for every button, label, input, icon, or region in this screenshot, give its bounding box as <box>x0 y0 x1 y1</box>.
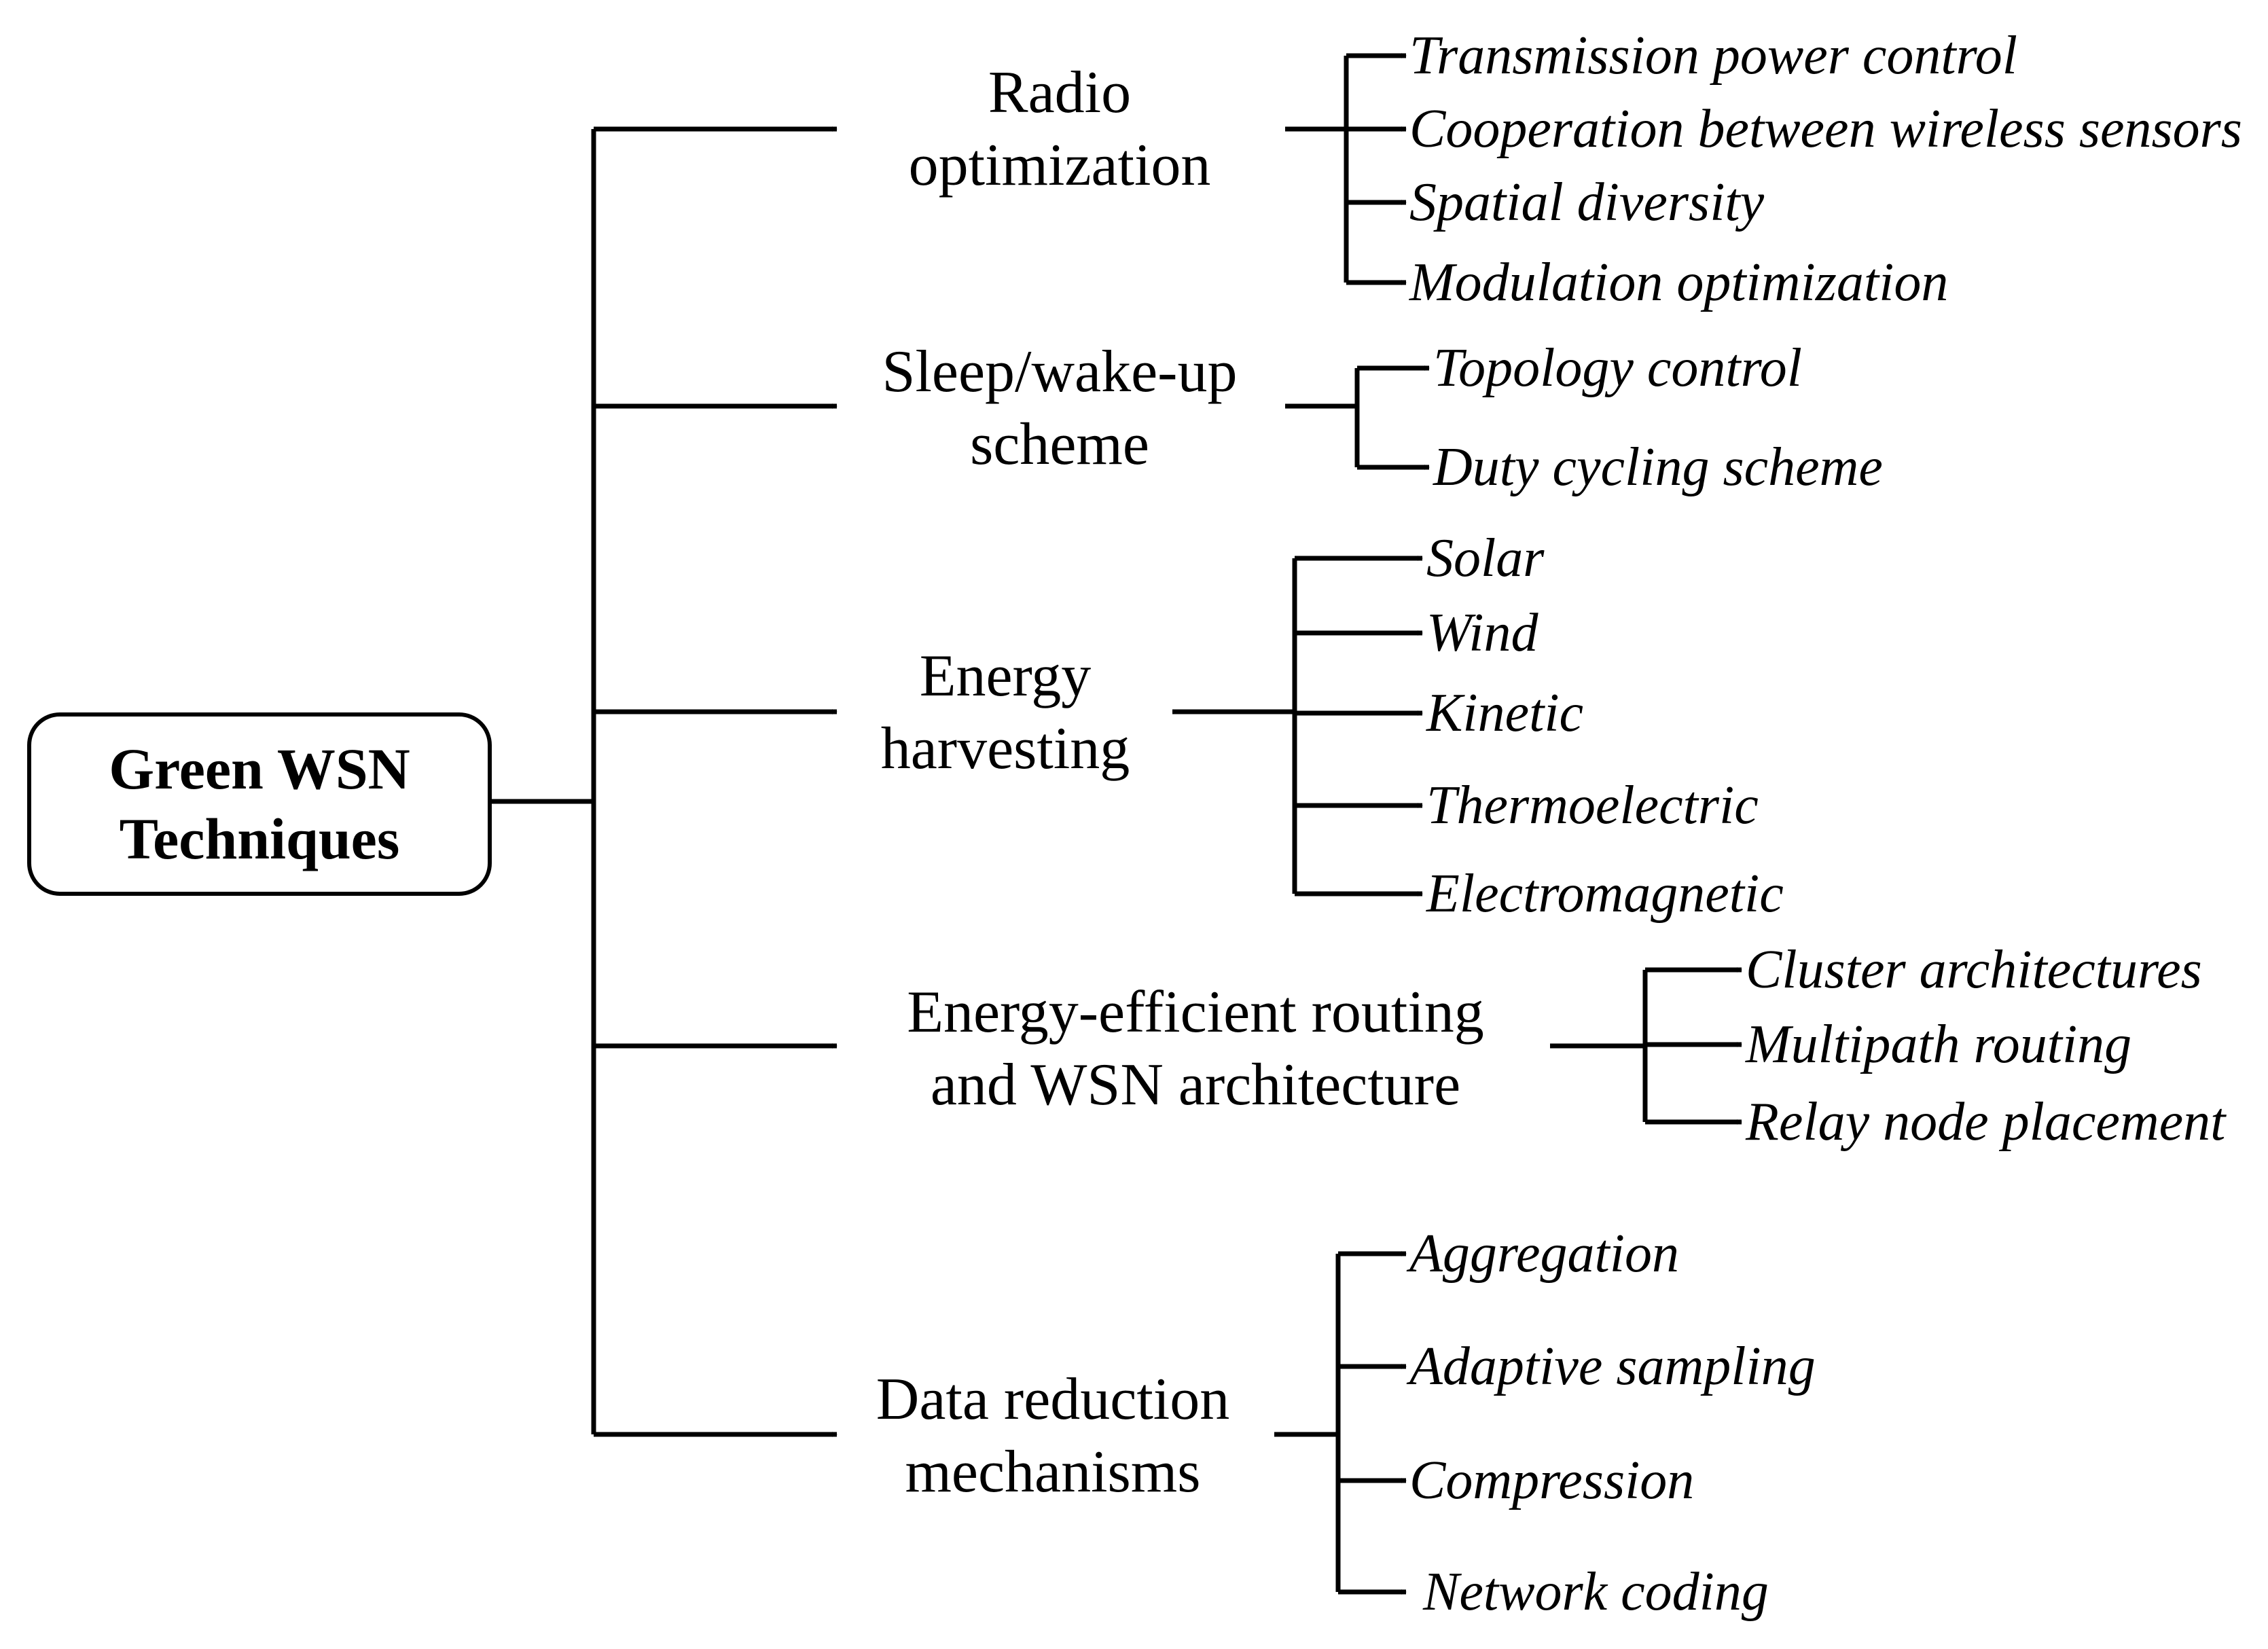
category-energy-harvesting: Energy harvesting <box>822 635 1189 790</box>
category-label-line-2: mechanisms <box>905 1439 1201 1505</box>
category-radio-optimization: Radio optimization <box>835 49 1284 209</box>
root-title-line-2: Techniques <box>119 806 400 871</box>
leaf-solar: Solar <box>1426 528 1545 588</box>
category-energy-efficient-routing: Energy-efficient routing and WSN archite… <box>842 968 1549 1129</box>
root-title-line-1: Green WSN <box>109 736 410 801</box>
leaf-topology-control: Topology control <box>1433 338 1803 398</box>
category-label-line-1: Energy <box>919 642 1092 709</box>
leaf-compression: Compression <box>1409 1451 1695 1510</box>
leaf-aggregation: Aggregation <box>1409 1224 1679 1284</box>
leaf-electromagnetic: Electromagnetic <box>1426 864 1784 924</box>
leaf-cooperation-between-wireless-sensors: Cooperation between wireless sensors <box>1409 99 2242 159</box>
category-label-line-1: Sleep/wake-up <box>882 338 1238 405</box>
leaf-multipath-routing: Multipath routing <box>1746 1015 2132 1074</box>
leaf-transmission-power-control: Transmission power control <box>1409 26 2017 86</box>
root-node: Green WSN Techniques <box>27 712 492 896</box>
category-label-line-2: harvesting <box>880 716 1130 782</box>
category-label-line-1: Energy-efficient routing <box>907 979 1484 1045</box>
leaf-cluster-architectures: Cluster architectures <box>1746 940 2202 1000</box>
leaf-duty-cycling-scheme: Duty cycling scheme <box>1433 437 1883 497</box>
leaf-spatial-diversity: Spatial diversity <box>1409 173 1765 232</box>
category-label-line-2: and WSN architecture <box>930 1052 1461 1118</box>
leaf-modulation-optimization: Modulation optimization <box>1409 253 1949 312</box>
category-label-line-2: scheme <box>970 412 1149 477</box>
category-data-reduction-mechanisms: Data reduction mechanisms <box>829 1356 1277 1516</box>
leaf-thermoelectric: Thermoelectric <box>1426 776 1759 835</box>
category-label-line-1: Radio <box>988 59 1132 126</box>
leaf-network-coding: Network coding <box>1423 1562 1769 1622</box>
category-label-line-1: Data reduction <box>876 1366 1230 1432</box>
leaf-kinetic: Kinetic <box>1426 683 1584 743</box>
category-label-line-2: optimization <box>908 132 1211 198</box>
leaf-adaptive-sampling: Adaptive sampling <box>1409 1337 1816 1396</box>
category-sleep-wake-up-scheme: Sleep/wake-up scheme <box>835 331 1284 485</box>
leaf-wind: Wind <box>1426 603 1538 663</box>
leaf-relay-node-placement: Relay node placement <box>1746 1092 2226 1152</box>
